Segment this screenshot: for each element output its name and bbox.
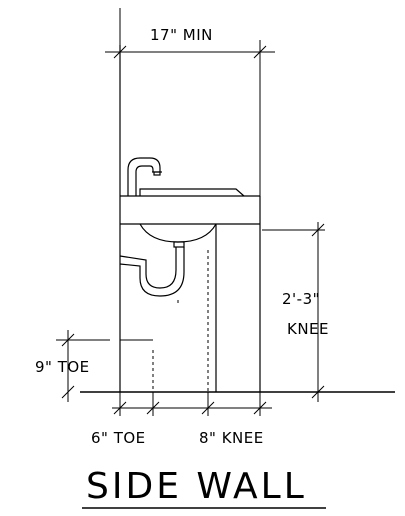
dimension-knee-height-label-line1: 2'-3" — [282, 290, 320, 308]
dimension-knee-height-label-line2: KNEE — [287, 320, 329, 338]
dimension-knee-depth-label: 8" KNEE — [199, 429, 264, 447]
p-trap-icon — [119, 241, 185, 297]
faucet-icon — [127, 157, 162, 196]
dimension-toe-depth-label: 6" TOE — [91, 429, 146, 447]
dimension-top-width — [105, 8, 275, 196]
dimension-bottom — [112, 392, 272, 416]
dimension-top-width-label: 17" MIN — [150, 26, 213, 44]
diagram-title: SIDE WALL — [86, 466, 307, 507]
dimension-toe-height — [56, 330, 110, 402]
dimension-knee-height — [262, 222, 325, 402]
construction-lines — [152, 250, 209, 392]
dimension-toe-height-label: 9" TOE — [35, 358, 90, 376]
lavatory — [120, 188, 261, 392]
